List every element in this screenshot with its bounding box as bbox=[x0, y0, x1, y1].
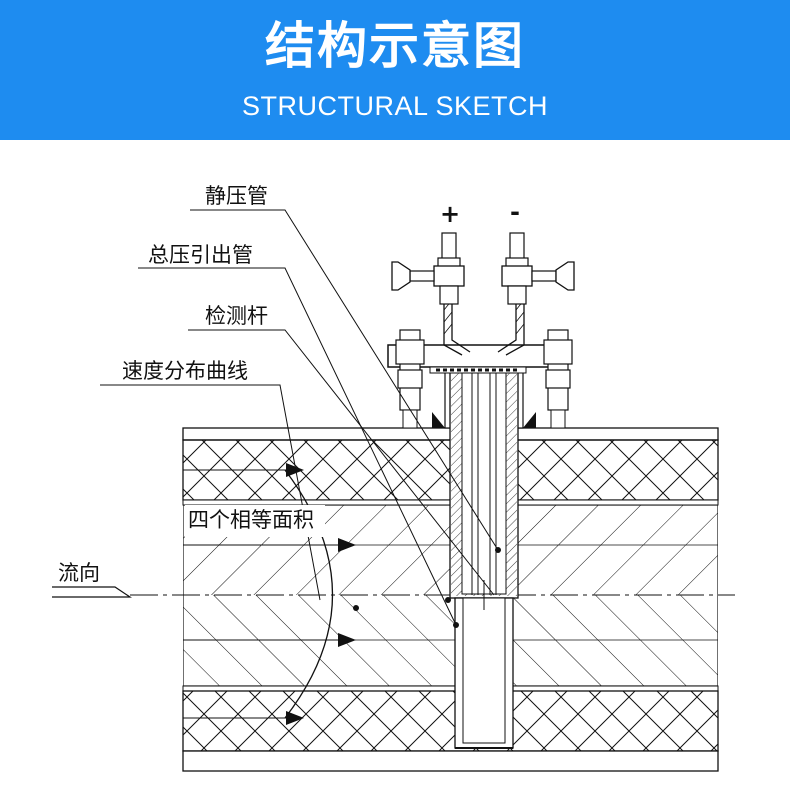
minus-sign: - bbox=[510, 198, 520, 226]
flow-arrow bbox=[52, 586, 132, 598]
page-title: 结构示意图 bbox=[265, 17, 525, 75]
leader-dots bbox=[445, 547, 501, 628]
page-subtitle: STRUCTURAL SKETCH bbox=[241, 91, 549, 121]
label-flow-direction: 流向 bbox=[58, 561, 100, 585]
label-velocity-curve: 速度分布曲线 bbox=[122, 359, 248, 383]
probe-rod bbox=[444, 351, 524, 749]
label-four-equal-areas: 四个相等面积 bbox=[188, 508, 314, 532]
label-probe-rod: 检测杆 bbox=[205, 304, 268, 328]
label-total-pressure-tube: 总压引出管 bbox=[148, 243, 253, 267]
header-banner: 结构示意图 STRUCTURAL SKETCH bbox=[0, 0, 790, 140]
area-arrows bbox=[183, 463, 359, 725]
valve-right bbox=[501, 232, 575, 305]
plus-sign: + bbox=[440, 200, 460, 228]
valve-left bbox=[391, 232, 465, 305]
velocity-curve bbox=[284, 469, 334, 719]
label-static-pressure-tube: 静压管 bbox=[205, 184, 268, 208]
structural-diagram: + - 静压管 总压引出管 检测杆 速度分布曲线 四个相等面积 流向 bbox=[52, 184, 735, 772]
mounting-flange bbox=[387, 329, 573, 429]
